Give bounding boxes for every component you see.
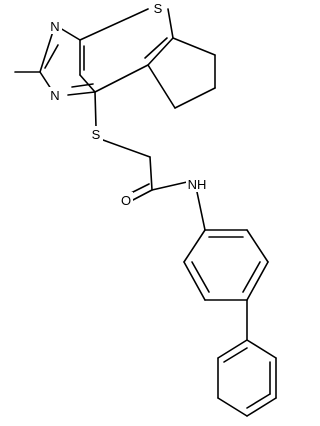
o-label-bg bbox=[119, 192, 133, 208]
thiophene-bond bbox=[94, 64, 149, 93]
n3-atom-label-bg bbox=[48, 87, 62, 103]
pyrimidine-bond bbox=[79, 74, 96, 93]
molecule-structure: N N S S O NH bbox=[14, 0, 277, 417]
atom-labels: N N S S O NH bbox=[48, 0, 208, 208]
amide-nh-atom-label: NH bbox=[188, 177, 207, 192]
thiophene-bond bbox=[167, 8, 174, 39]
s-ch2-bond bbox=[102, 139, 151, 158]
thiophene-bond bbox=[147, 37, 174, 66]
pyrimidine-bond bbox=[67, 91, 96, 96]
pyrimidine-double-bond bbox=[71, 83, 94, 88]
nh-label-bg bbox=[186, 176, 208, 192]
phenyl-bond bbox=[217, 339, 248, 359]
thioether-label-bg bbox=[89, 126, 103, 142]
carbonyl-o-atom-label: O bbox=[121, 193, 131, 208]
n1-atom-label: N bbox=[50, 19, 59, 34]
phenyl-double-bond bbox=[246, 393, 271, 409]
cyclopentane-bond bbox=[172, 37, 216, 56]
ch2-c-bond bbox=[149, 156, 153, 191]
phenylene-bond bbox=[246, 229, 269, 263]
phenyl-bond bbox=[246, 397, 277, 417]
thioether-s-atom-label: S bbox=[92, 127, 101, 142]
phenyl-bond bbox=[217, 397, 248, 417]
carbonyl-bond bbox=[130, 189, 153, 202]
thiophene-bond bbox=[79, 8, 149, 41]
phenylene-bond bbox=[183, 261, 206, 301]
amide-bond bbox=[151, 181, 188, 191]
phenyl-bond bbox=[246, 339, 277, 359]
n3-atom-label: N bbox=[50, 88, 59, 103]
phenylene-double-bond bbox=[242, 261, 261, 293]
s7-label-bg bbox=[151, 0, 165, 16]
s7-atom-label: S bbox=[154, 1, 163, 16]
phenyl-double-bond bbox=[223, 347, 248, 363]
c-s-bond bbox=[94, 91, 97, 128]
phenylene-bond bbox=[183, 229, 206, 263]
n1-label-bg bbox=[48, 18, 62, 34]
cyclopentane-bond bbox=[174, 87, 216, 109]
pyrimidine-double-bond bbox=[44, 44, 59, 69]
phenylene-bond bbox=[246, 261, 269, 301]
phenylene-double-bond bbox=[191, 261, 210, 293]
cyclopentane-bond bbox=[147, 64, 176, 109]
n-aryl-bond bbox=[196, 191, 206, 231]
bond-lines bbox=[14, 8, 277, 417]
thiophene-double-bond bbox=[144, 37, 168, 59]
